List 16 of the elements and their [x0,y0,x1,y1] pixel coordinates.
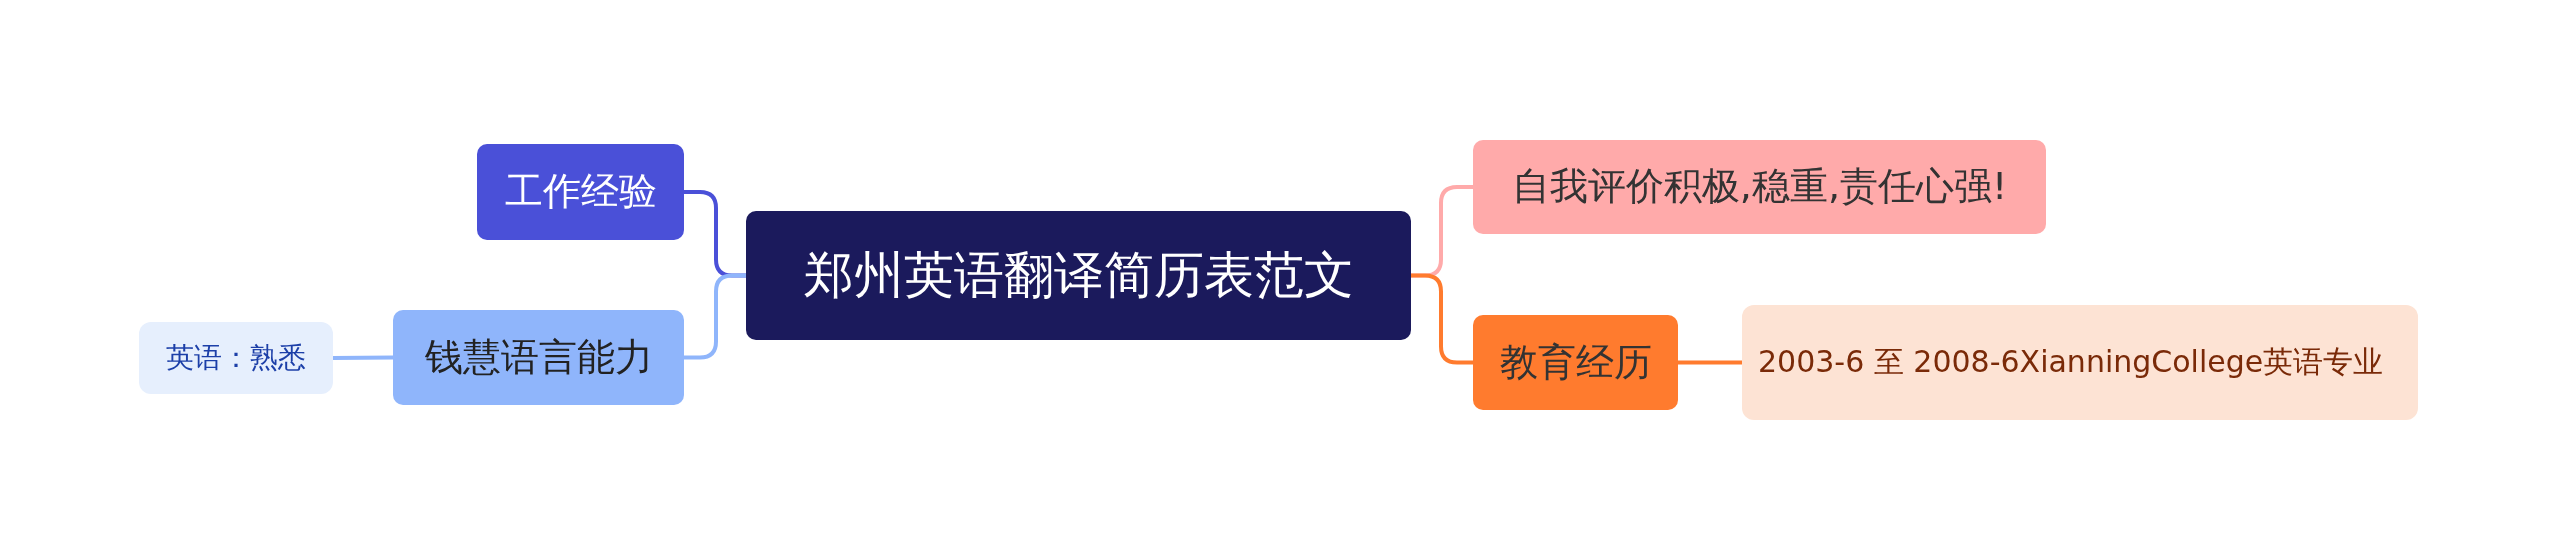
node-text: 2003-6 至 2008-6XianningCollege英语专业 [1758,343,2384,382]
node-text: 郑州英语翻译简历表范文 [803,244,1354,306]
node-text: 教育经历 [1499,338,1652,386]
subtopic-box [1742,305,2418,420]
subtopic-box [139,322,333,394]
central-topic [746,211,1411,340]
connector-line [333,355,393,360]
topic-box [1473,315,1678,410]
node-text: 工作经验 [504,168,657,216]
node-text: 自我评价积极,稳重,责任心强! [1511,163,2008,211]
topic-box [393,310,684,405]
node-text: 英语：熟悉 [166,340,306,377]
topic-box [477,144,684,240]
connector-line [1678,360,1742,365]
node-text: 钱慧语言能力 [424,333,653,381]
topic-box [1473,140,2046,234]
